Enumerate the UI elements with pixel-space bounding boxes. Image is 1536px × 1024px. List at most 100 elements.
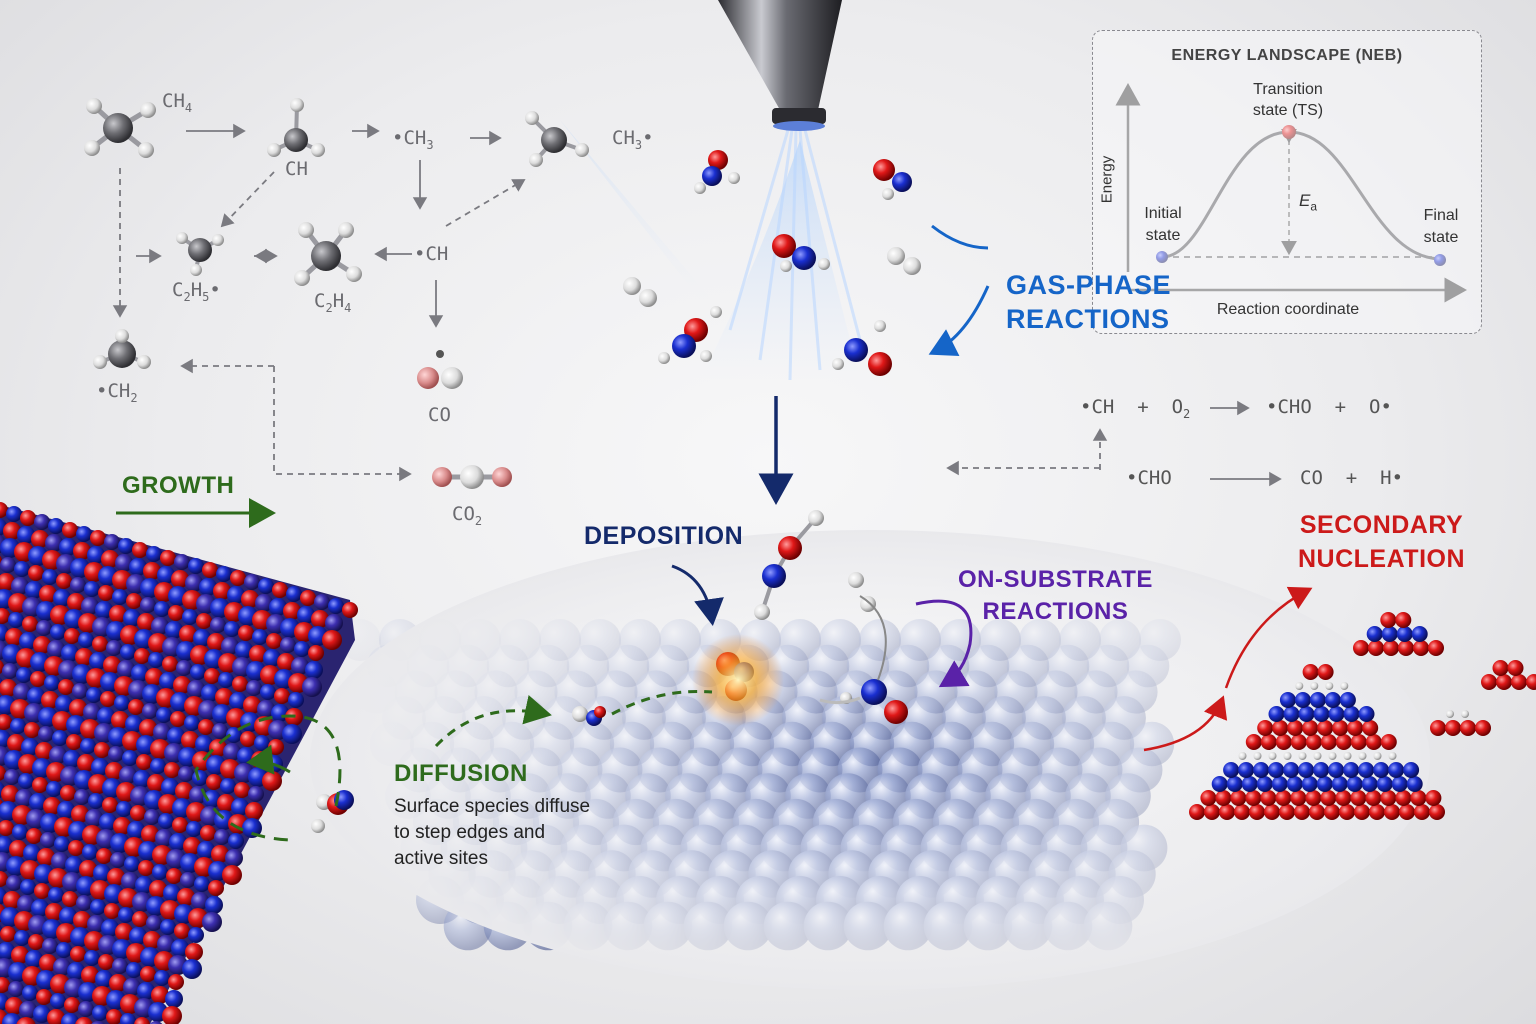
film-atom — [51, 852, 69, 870]
chr-main: CH — [425, 243, 449, 265]
h-atom — [115, 329, 129, 343]
film-atom — [132, 542, 148, 558]
r1-reactant2-sub: 2 — [1183, 406, 1191, 421]
cluster-atom — [1294, 692, 1311, 708]
film-atom — [194, 876, 210, 892]
reaction-2-products: CO + H• — [1300, 467, 1403, 489]
cluster-atom — [1335, 790, 1352, 806]
film-atom — [43, 797, 61, 815]
film-atom — [5, 628, 23, 646]
film-atom — [20, 510, 36, 526]
film-atom — [135, 876, 153, 894]
cluster-atom — [1526, 674, 1536, 690]
film-atom — [269, 598, 287, 616]
r2-reactant: •CHO — [1126, 467, 1172, 489]
film-atom — [224, 621, 240, 637]
film-atom — [240, 731, 256, 747]
film-atom — [202, 562, 218, 578]
cluster-atom — [1380, 790, 1397, 806]
film-atom — [121, 872, 139, 890]
film-atom — [97, 707, 115, 725]
film-atom — [61, 644, 79, 662]
cluster-atom — [1226, 776, 1243, 792]
film-atom — [109, 605, 127, 623]
film-atom — [20, 879, 36, 895]
cluster-atom — [1275, 790, 1292, 806]
gas-phase-line2: REACTIONS — [1006, 304, 1170, 334]
cluster-atom — [1395, 612, 1412, 628]
substrate-fog — [310, 530, 1430, 990]
film-atom — [22, 985, 38, 1001]
cluster-atom — [1366, 626, 1383, 642]
cluster-atom — [1346, 776, 1363, 792]
cluster-atom — [1461, 710, 1469, 718]
film-atom — [110, 852, 126, 868]
h-atom — [311, 819, 325, 833]
h-atom — [84, 140, 100, 156]
cluster-atom — [1331, 776, 1348, 792]
film-atom — [274, 688, 290, 704]
film-atom — [213, 582, 231, 600]
cluster-atom — [1350, 734, 1367, 750]
ch3r-main: CH — [612, 127, 635, 149]
film-atom — [225, 849, 243, 867]
growth-label: GROWTH — [122, 472, 235, 499]
film-atom — [182, 609, 198, 625]
diffusion-desc-line2: to step edges and — [394, 822, 546, 843]
film-atom — [140, 966, 156, 982]
cluster-atom — [1295, 682, 1304, 690]
r1-plus1: + — [1137, 396, 1149, 418]
cluster-atom — [1305, 790, 1322, 806]
film-atom — [122, 750, 138, 766]
label-c2h4: C2H4 — [314, 290, 351, 315]
chr-pre: • — [414, 243, 426, 265]
film-atom — [248, 786, 264, 802]
film-atom — [80, 738, 96, 754]
cluster-atom — [1358, 762, 1375, 778]
cluster-atom — [1358, 752, 1367, 760]
film-atom — [175, 782, 193, 800]
film-atom — [42, 569, 58, 585]
film-atom — [260, 684, 276, 700]
h-atom — [639, 289, 657, 307]
initial-state-label: Initial state — [1133, 203, 1193, 247]
film-atom — [78, 632, 94, 648]
diffusion-description: Surface species diffuse to step edges an… — [394, 794, 590, 872]
film-atom — [79, 860, 97, 878]
h-atom — [267, 143, 281, 157]
cluster-atom — [1200, 790, 1217, 806]
ch-main: CH — [285, 158, 308, 180]
cluster-atom — [1290, 734, 1307, 750]
film-atom — [129, 927, 147, 945]
ch3r-sub: 3 — [634, 137, 643, 152]
ts-label: Transition state (TS) — [1233, 79, 1343, 121]
film-atom — [130, 805, 146, 821]
h-atom — [903, 257, 921, 275]
film-atom — [200, 825, 216, 841]
film-atom — [165, 990, 183, 1008]
film-atom — [42, 938, 58, 954]
nitrogen-atom — [844, 338, 868, 362]
cluster-atom — [1340, 682, 1349, 690]
diffusion-desc-line3: active sites — [394, 848, 488, 869]
cluster-atom — [1429, 804, 1445, 820]
film-atom — [195, 735, 213, 753]
film-atom — [155, 829, 173, 847]
h-atom — [137, 355, 151, 369]
cluster-atom — [1245, 790, 1262, 806]
cluster-atom — [1234, 804, 1250, 820]
film-atom — [95, 601, 113, 619]
film-atom — [308, 645, 324, 661]
film-atom — [18, 773, 34, 789]
oxygen-atom — [492, 467, 512, 487]
cluster-atom — [1219, 804, 1235, 820]
carbon-atom — [311, 241, 341, 271]
label-ch: CH — [285, 158, 308, 180]
film-atom — [294, 641, 310, 657]
cluster-atom — [1256, 776, 1273, 792]
film-atom — [73, 911, 91, 929]
film-atom — [149, 1021, 163, 1024]
c2h5-mid: H — [190, 279, 203, 301]
film-atom — [60, 785, 76, 801]
film-atom — [113, 817, 131, 835]
